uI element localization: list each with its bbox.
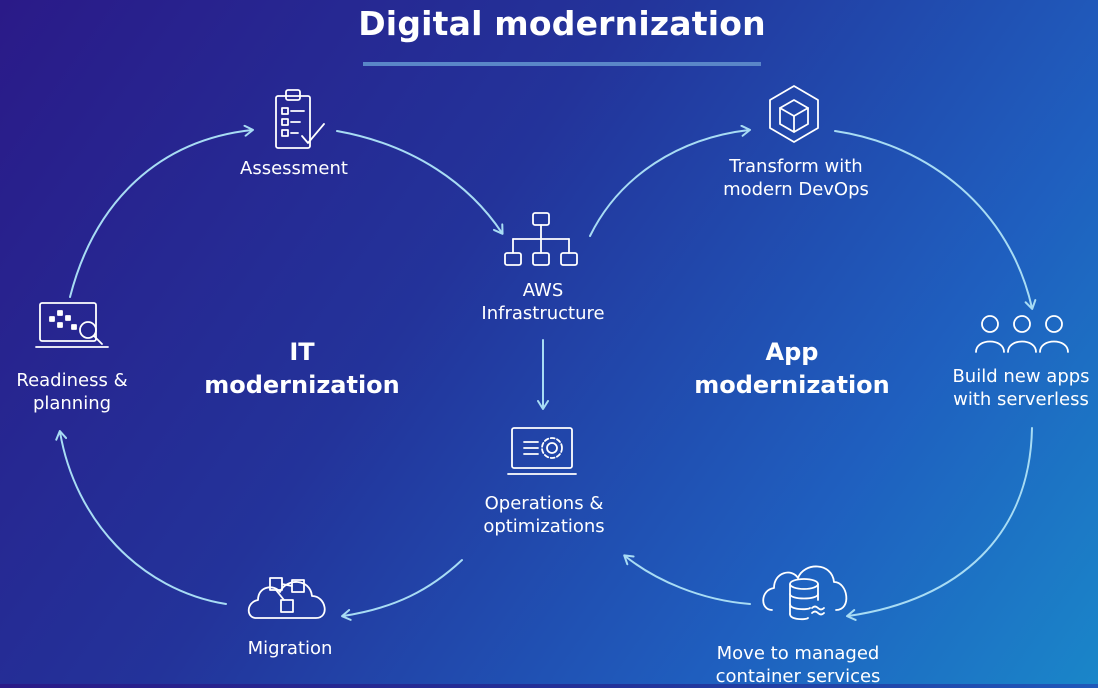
operations-line2: optimizations [483, 516, 605, 537]
operations-line1: Operations & [484, 493, 604, 514]
containers-line2: container services [715, 666, 881, 687]
migration-label: Migration [226, 637, 354, 660]
arrow-transform-to-build [834, 130, 1037, 310]
cloud-database-icon [762, 565, 848, 621]
readiness-label: Readiness & planning [4, 369, 140, 415]
aws-infrastructure-label: AWS Infrastructure [468, 279, 618, 325]
people-group-icon [975, 315, 1069, 353]
clipboard-checklist-icon [275, 89, 325, 149]
build-line2: with serverless [953, 389, 1089, 410]
app-heading-line1: App [765, 338, 819, 366]
it-heading-line2: modernization [204, 371, 400, 399]
app-modernization-heading: App modernization [690, 336, 894, 402]
arrow-readiness-to-assessment [69, 124, 254, 298]
arrow-migration-to-readiness [55, 430, 227, 605]
build-label: Build new apps with serverless [944, 365, 1098, 411]
transform-label: Transform with modern DevOps [706, 155, 886, 201]
assessment-label: Assessment [230, 157, 358, 180]
title-underline [363, 62, 761, 66]
hierarchy-icon [504, 212, 578, 266]
it-modernization-heading: IT modernization [200, 336, 404, 402]
aws-line2: Infrastructure [481, 303, 605, 324]
arrow-build-to-containers [846, 427, 1033, 621]
cube-hexagon-icon [769, 85, 819, 143]
arrow-operations-to-migration [341, 559, 463, 621]
readiness-line1: Readiness & [16, 370, 128, 391]
operations-label: Operations & optimizations [462, 492, 626, 538]
transform-line2: modern DevOps [723, 179, 869, 200]
build-line1: Build new apps [952, 366, 1090, 387]
laptop-search-icon [35, 302, 109, 348]
arrow-aws-to-transform [589, 124, 751, 237]
aws-line1: AWS [522, 280, 564, 301]
cloud-cubes-icon [247, 577, 326, 619]
containers-line1: Move to managed [716, 643, 880, 664]
page-title: Digital modernization [358, 4, 766, 43]
arrow-assessment-to-aws [336, 130, 504, 235]
readiness-line2: planning [32, 393, 112, 414]
assessment-text: Assessment [240, 158, 348, 179]
monitor-gear-icon [507, 427, 577, 475]
app-heading-line2: modernization [694, 371, 890, 399]
transform-line1: Transform with [729, 156, 863, 177]
migration-text: Migration [247, 638, 333, 659]
arrow-containers-to-operations [623, 554, 751, 605]
it-heading-line1: IT [289, 338, 315, 366]
containers-label: Move to managed container services [700, 642, 896, 688]
